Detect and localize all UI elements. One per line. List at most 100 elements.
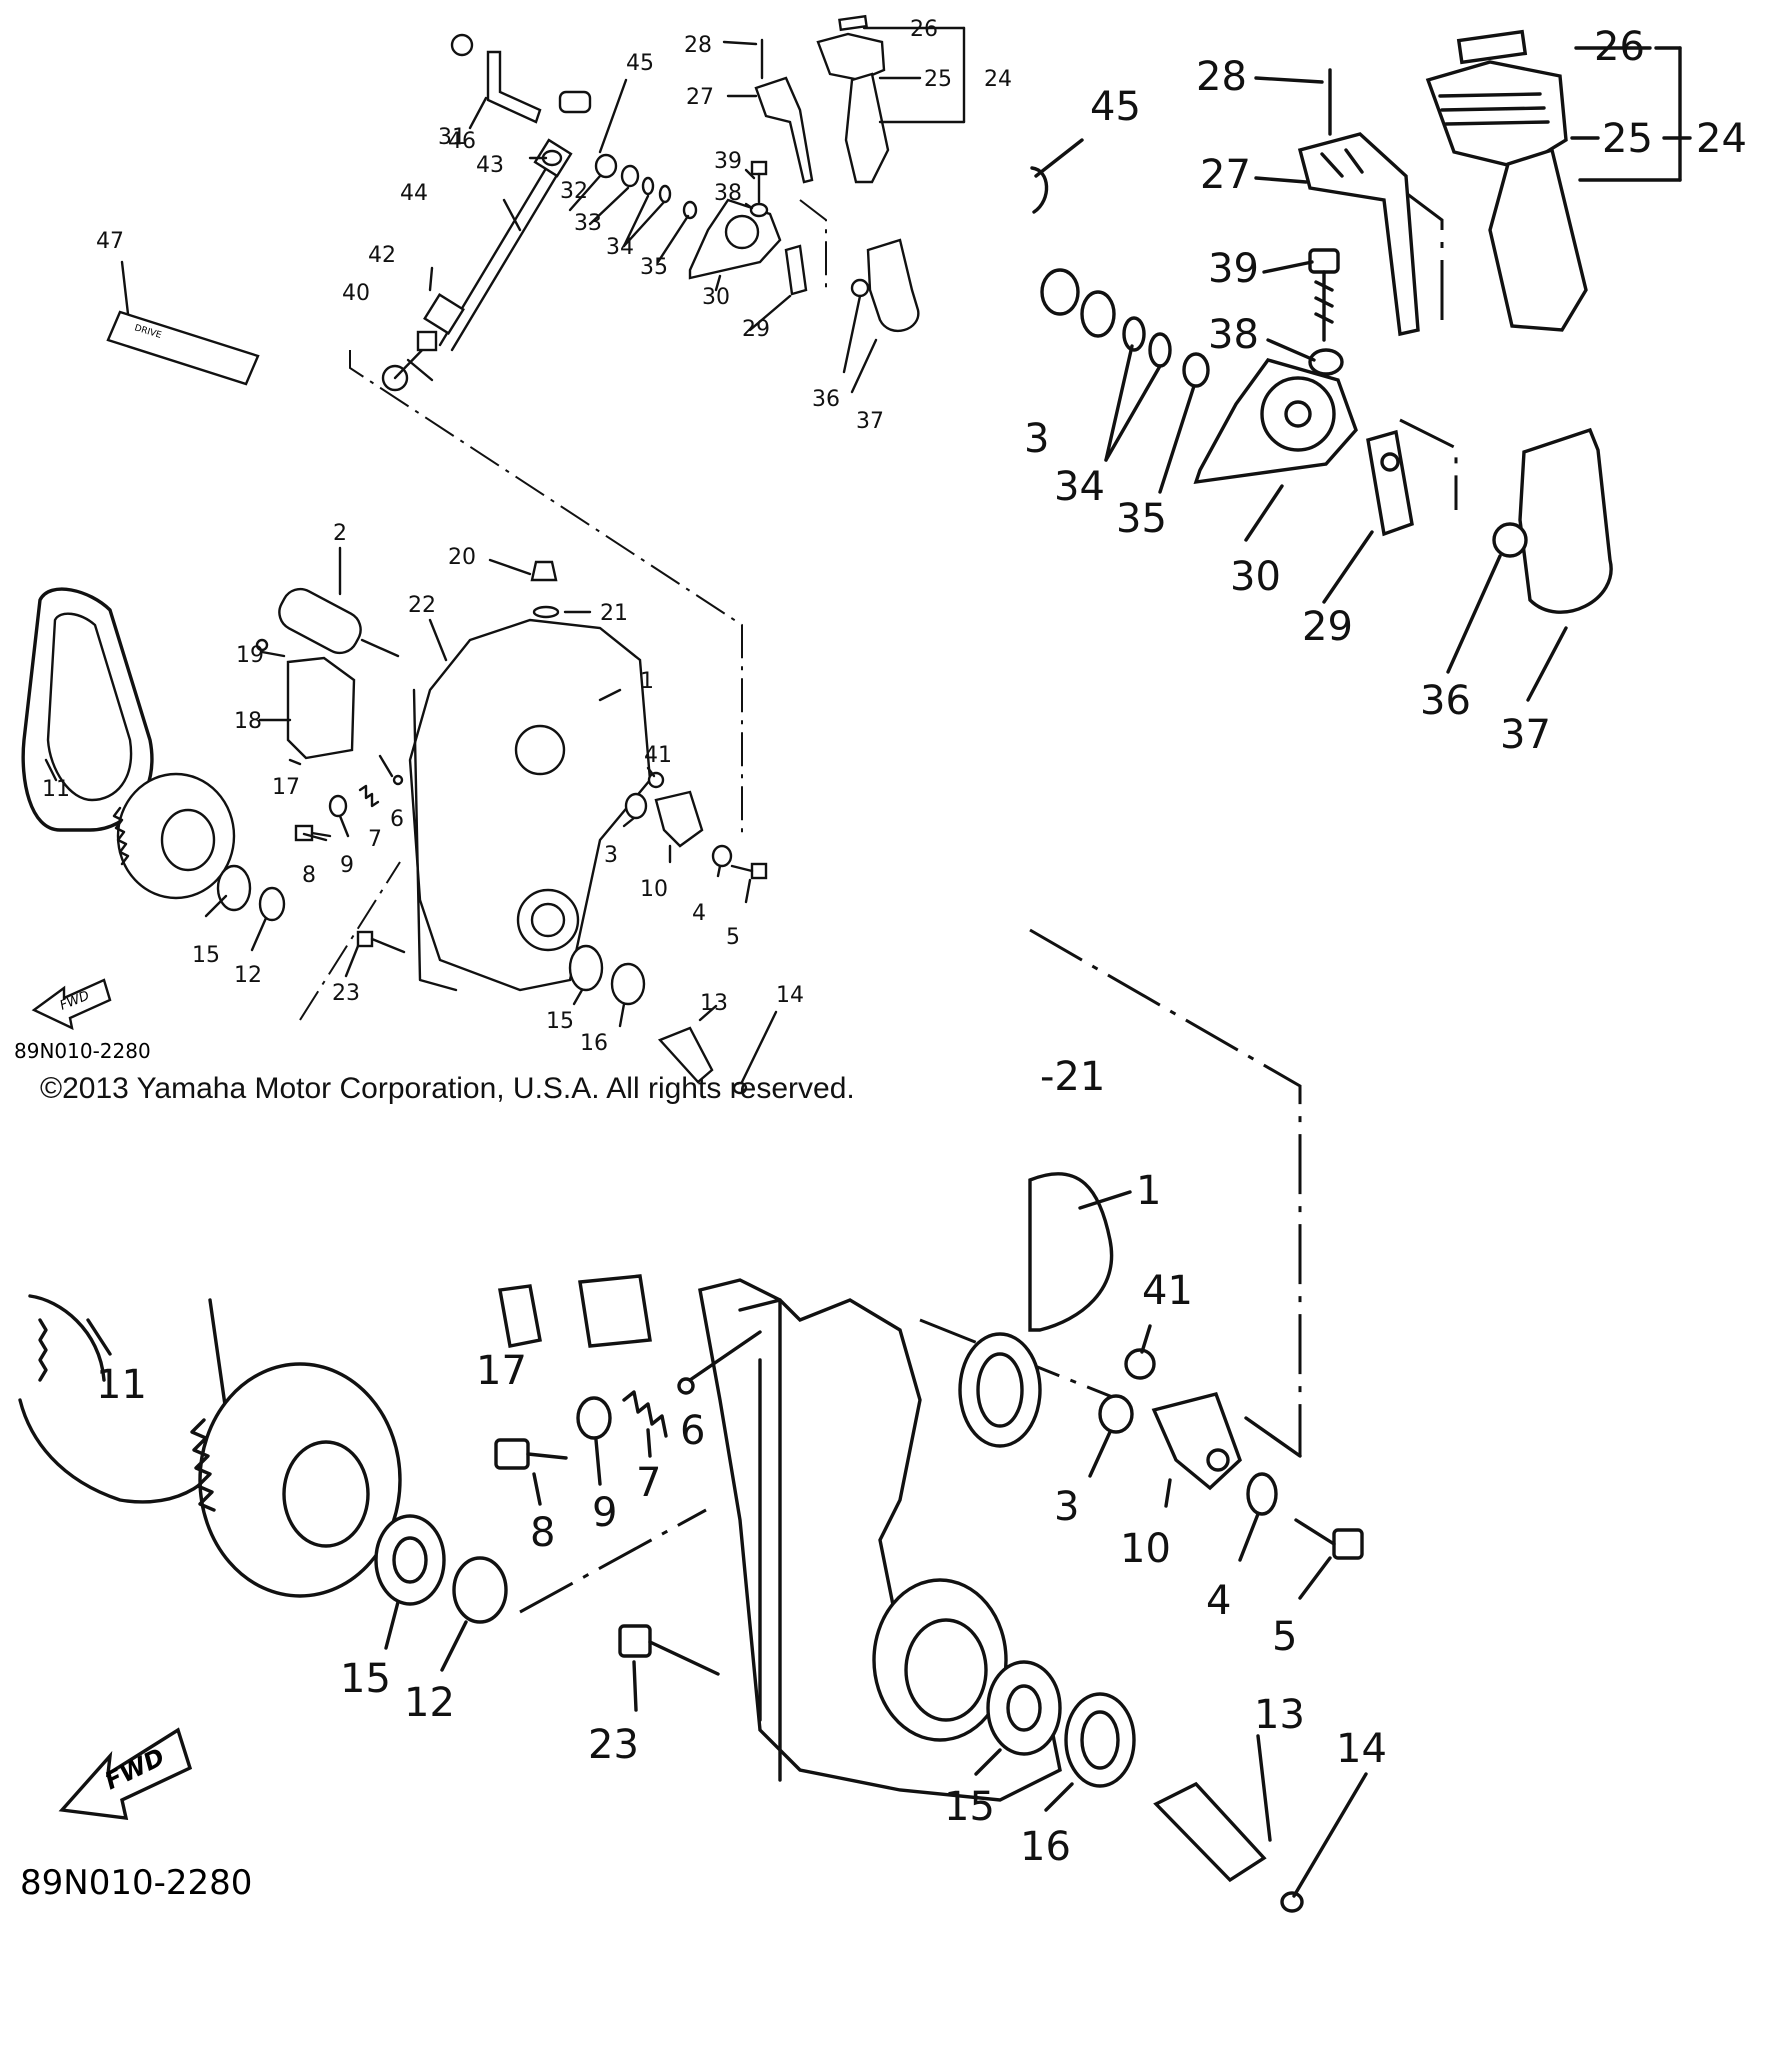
oring-21: [532, 605, 560, 619]
zoom-callout-36: 36: [1420, 678, 1471, 724]
bolt-39: [750, 160, 768, 176]
oring-14: [732, 1081, 748, 1095]
zoom-gearcase-cover-1: [1028, 1172, 1114, 1332]
control-rod: [423, 138, 573, 352]
zoom-top-callouts: 28 26 25 24 45 27 39 38 3 34 35 30 29 36…: [1024, 24, 1747, 758]
callout-14: 14: [776, 983, 804, 1008]
zoom-bottom-assembly-line-2: [519, 1508, 707, 1614]
zoom-bushing-12: [452, 1556, 508, 1624]
zoom-washer-35: [1182, 352, 1210, 388]
callout-46: 46: [448, 129, 476, 154]
washer-34b: [658, 184, 672, 204]
zoom-callout-35: 35: [1116, 496, 1167, 542]
zoom-shaft-13: [1153, 1781, 1267, 1883]
callout-leaders-main: [44, 26, 966, 1084]
zoom-ball-joint-45: [1030, 166, 1049, 214]
callout-10: 10: [640, 877, 668, 902]
washer-9: [328, 794, 348, 818]
nut-36: [850, 278, 870, 298]
lever-27: [754, 76, 814, 184]
zoom-washer-34a: [1122, 316, 1146, 352]
zoom-washer-9: [576, 1396, 612, 1440]
zoom-bottom-callouts: -21 1 41 3 10 4 5 6 7 9 8 17 11 15 12 23…: [96, 1054, 1387, 1870]
zoom-callout-15a: 15: [340, 1656, 391, 1702]
screw-19: [255, 638, 269, 652]
zoom-top-leaders: [1034, 46, 1692, 702]
nut-41: [647, 771, 665, 789]
zoom-callout-29: 29: [1302, 604, 1353, 650]
washer-34a: [641, 176, 655, 196]
lever-10: [654, 790, 704, 848]
callout-18: 18: [234, 709, 262, 734]
washer-38: [749, 202, 769, 218]
callout-44: 44: [400, 181, 428, 206]
drawing-number: 89N010-2280: [14, 1039, 151, 1063]
zoom-grip-24: [1488, 147, 1588, 332]
callout-6: 6: [390, 807, 404, 832]
zoom-callout-9: 9: [592, 1490, 617, 1536]
zoom-washer-34b: [1148, 332, 1172, 368]
label-26: [838, 14, 868, 32]
callout-23: 23: [332, 981, 360, 1006]
callout-33: 33: [574, 211, 602, 236]
zoom-bolt-39: [1308, 248, 1340, 274]
zoom-callout-6: 6: [680, 1408, 705, 1454]
zoom-callout-17: 17: [476, 1348, 527, 1394]
zoom-drawing-number: 89N010-2280: [20, 1863, 252, 1903]
zoom-grip-25: [1425, 60, 1568, 170]
zoom-spring-7: [622, 1390, 668, 1438]
callout-11: 11: [42, 777, 70, 802]
zoom-callout-21: -21: [1040, 1054, 1105, 1100]
zoom-bottom-assembly-line-1: [1029, 928, 1302, 1456]
shaft-13: [657, 1026, 714, 1084]
callout-13: 13: [700, 991, 728, 1016]
zoom-washer-33: [1080, 290, 1116, 338]
callouts-main: 2 20 21 22 1 3 4 5 41 10 6 7 9 8 19 18 1…: [42, 17, 1012, 1056]
callout-1: 1: [640, 669, 654, 694]
callout-21: 21: [600, 601, 628, 626]
shift-lever-arm: [486, 50, 542, 124]
callout-7: 7: [368, 827, 382, 852]
grip-25: [816, 32, 886, 82]
zoom-oring-14: [1280, 1891, 1304, 1913]
callout-41: 41: [644, 743, 672, 768]
callout-12: 12: [234, 963, 262, 988]
callout-3: 3: [604, 843, 618, 868]
callout-19: 19: [236, 643, 264, 668]
washer-3: [624, 792, 648, 820]
zoom-callout-15b: 15: [944, 1784, 995, 1830]
callout-22: 22: [408, 593, 436, 618]
callout-30: 30: [702, 285, 730, 310]
callout-25: 25: [924, 67, 952, 92]
zoom-callout-3: 3: [1054, 1484, 1079, 1530]
callout-43: 43: [476, 153, 504, 178]
fwd-arrow: FWD: [31, 978, 112, 1031]
zoom-callout-28: 28: [1196, 54, 1247, 100]
zoom-bottom-leaders: [86, 1190, 1368, 1898]
callout-17: 17: [272, 775, 300, 800]
callout-20: 20: [448, 545, 476, 570]
callout-29: 29: [742, 317, 770, 342]
zoom-sprocket: [190, 1362, 402, 1598]
zoom-washer-4: [1246, 1472, 1278, 1516]
callout-16: 16: [580, 1031, 608, 1056]
grip-24: [844, 72, 890, 184]
cover-37: [866, 238, 920, 332]
zoom-callout-38: 38: [1208, 312, 1259, 358]
bolt-5: [750, 862, 768, 880]
zoom-callout-5: 5: [1272, 1614, 1297, 1660]
plate-29: [784, 244, 808, 296]
seal-16: [610, 962, 646, 1006]
callout-38: 38: [714, 181, 742, 206]
zoom-ball-6: [677, 1377, 695, 1395]
callout-39: 39: [714, 149, 742, 174]
zoom-callout-23: 23: [588, 1722, 639, 1768]
gearcase-cover-1: [408, 618, 652, 992]
washer-35: [682, 200, 698, 220]
zoom-callout-41: 41: [1142, 1268, 1193, 1314]
zoom-callout-30: 30: [1230, 554, 1281, 600]
assembly-line-linkage: [799, 199, 827, 290]
assembly-line-shift: [349, 350, 743, 836]
gasket-22: [412, 688, 458, 992]
